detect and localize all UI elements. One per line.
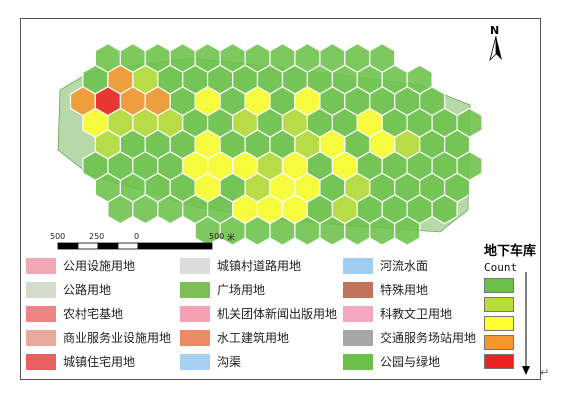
legend-label: 公园与绿地: [380, 355, 441, 369]
scale-label: 0: [134, 232, 140, 241]
count-legend-title: 地下车库: [484, 244, 537, 259]
hex-cell: [431, 194, 458, 225]
legend-label: 科教文卫用地: [380, 307, 453, 321]
legend-label: 公路用地: [63, 283, 112, 297]
legend-swatch: [180, 306, 210, 322]
count-legend-subtitle: Count: [484, 261, 518, 274]
legend-label: 沟渠: [217, 355, 242, 369]
legend-swatch: [26, 282, 56, 298]
hex-grid: [69, 42, 483, 246]
legend-swatch: [26, 258, 56, 274]
legend-swatch: [26, 306, 56, 322]
legend-label: 河流水面: [380, 259, 429, 273]
count-class-swatch: [484, 278, 514, 293]
legend-label: 机关团体新闻出版用地: [217, 307, 338, 321]
legend-label: 农村宅基地: [63, 307, 124, 321]
legend-swatch: [180, 282, 210, 298]
legend-swatch: [343, 306, 373, 322]
legend-swatch: [26, 354, 56, 370]
legend-swatch: [343, 330, 373, 346]
legend-swatch: [180, 330, 210, 346]
scale-unit: 米: [227, 233, 235, 242]
legend-swatch: [343, 282, 373, 298]
legend-label: 特殊用地: [380, 283, 429, 297]
north-arrow-label: N: [490, 24, 500, 37]
legend-swatch: [26, 330, 56, 346]
scale-label: 250: [89, 232, 105, 241]
count-class-swatch: [484, 335, 514, 350]
legend-swatch: [343, 354, 373, 370]
legend-label: 广场用地: [217, 283, 266, 297]
count-class-swatch: [484, 316, 514, 331]
hex-cell: [394, 215, 421, 246]
legend-label: 公用设施用地: [63, 259, 136, 273]
scale-label: 500: [50, 232, 66, 241]
legend-label: 交通服务场站用地: [380, 331, 477, 345]
north-arrow-icon: [489, 36, 502, 62]
return-mark: ↵: [540, 366, 550, 379]
scale-bar: [57, 242, 213, 250]
legend-label: 城镇村道路用地: [217, 259, 302, 273]
legend-label: 商业服务业设施用地: [63, 331, 172, 345]
legend-label: 水工建筑用地: [217, 331, 290, 345]
legend-swatch: [180, 354, 210, 370]
scale-label: 500: [209, 232, 225, 241]
legend-swatch: [343, 258, 373, 274]
count-arrow-icon: [522, 272, 530, 375]
legend-label: 城镇住宅用地: [63, 355, 136, 369]
legend-swatch: [180, 258, 210, 274]
count-class-swatch: [484, 354, 514, 369]
count-class-swatch: [484, 297, 514, 312]
